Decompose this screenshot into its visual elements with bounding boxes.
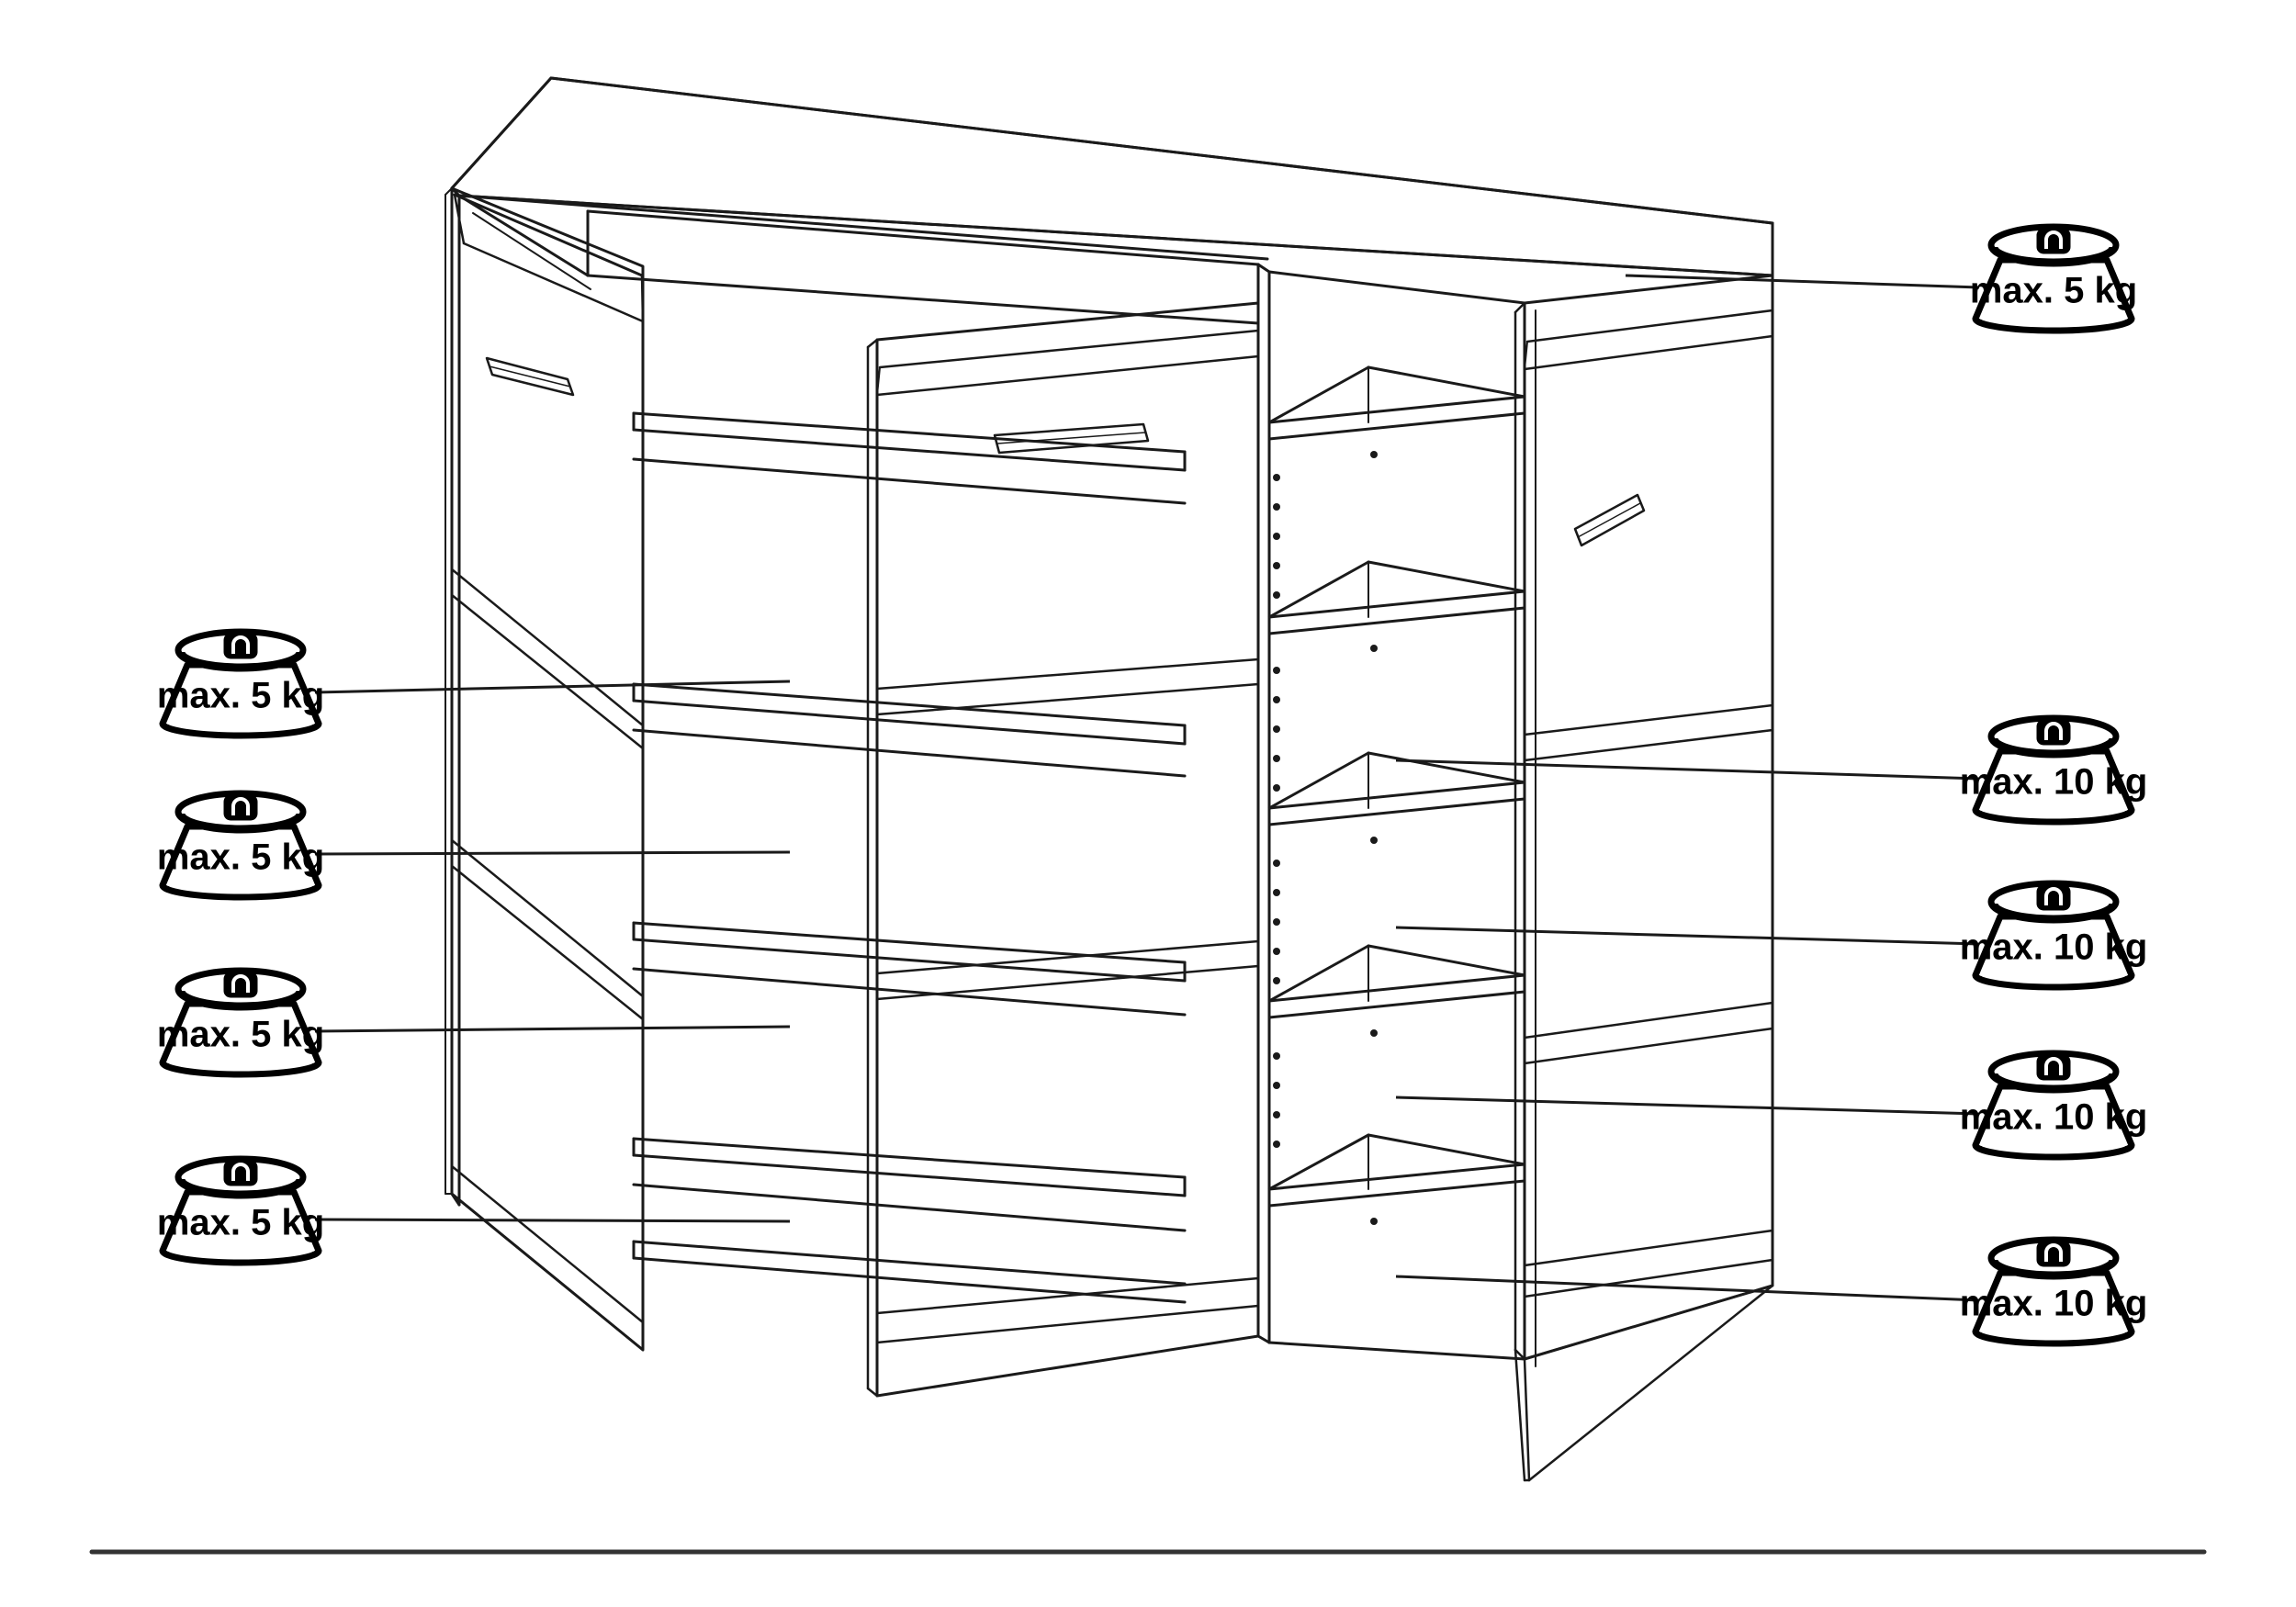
load-weight-icon (2036, 1241, 2071, 1267)
load-label-badge: max. 5 kg (157, 790, 324, 901)
middle-door[interactable] (866, 301, 1260, 1398)
leader-line (1395, 759, 1980, 781)
badge-bottom-rim (163, 885, 318, 900)
load-weight-icon (2036, 884, 2071, 911)
load-weight-icon (223, 633, 258, 659)
badge-shoulder-arc (178, 1178, 303, 1197)
leader-line (314, 1025, 791, 1033)
badge-shoulder-arc (1991, 1073, 2116, 1092)
load-label-badge: max. 5 kg (157, 628, 324, 739)
leader-line (1625, 274, 1980, 289)
right-door[interactable] (1514, 274, 1774, 1482)
badge-bottom-rim (1976, 1332, 2131, 1346)
leader-line (1395, 1096, 1980, 1116)
badge-bottom-rim (1976, 319, 2131, 333)
load-label-badge: max. 10 kg (1960, 1236, 2148, 1347)
right-door-handle[interactable] (1573, 493, 1646, 547)
badge-shoulder-arc (178, 651, 303, 670)
badge-bottom-rim (1976, 810, 2131, 825)
badge-bottom-rim (1976, 975, 2131, 990)
leader-line (314, 850, 791, 856)
left-compartment-shelves (632, 411, 1187, 1304)
load-label-text: max. 5 kg (157, 676, 324, 716)
leader-line (1395, 926, 1980, 946)
load-weight-icon (2036, 228, 2071, 254)
load-label-badge: max. 5 kg (157, 967, 324, 1078)
load-weight-icon (2036, 1054, 2071, 1081)
load-label-text: max. 10 kg (1960, 1097, 2148, 1138)
load-labels: max. 5 kg max. 5 kg max. 5 kg max. 5 kg max.… (157, 223, 2148, 1347)
leader-line (314, 680, 791, 694)
badge-shoulder-arc (1991, 246, 2116, 265)
cabinet-illustration (89, 76, 2207, 1555)
load-weight-icon (223, 794, 258, 821)
middle-door-handle[interactable] (993, 422, 1150, 455)
badge-shoulder-arc (178, 990, 303, 1009)
load-label-text: max. 5 kg (157, 1015, 324, 1055)
badge-bottom-rim (163, 724, 318, 738)
load-weight-icon (2036, 719, 2071, 746)
load-label-text: max. 10 kg (1960, 762, 2148, 803)
load-label-text: max. 5 kg (157, 1203, 324, 1243)
load-weight-icon (223, 1160, 258, 1186)
badge-shoulder-arc (1991, 1259, 2116, 1278)
badge-shoulder-arc (178, 813, 303, 832)
load-label-badge: max. 5 kg (157, 1155, 324, 1266)
badge-bottom-rim (163, 1251, 318, 1265)
leader-lines (314, 274, 1980, 1302)
left-door[interactable] (445, 186, 645, 1352)
load-weight-icon (223, 972, 258, 998)
left-door-handle[interactable] (485, 356, 575, 397)
load-label-text: max. 10 kg (1960, 1284, 2148, 1324)
badge-shoulder-arc (1991, 903, 2116, 922)
load-label-badge: max. 5 kg (1970, 223, 2137, 334)
leader-line (1395, 1275, 1980, 1302)
load-label-badge: max. 10 kg (1960, 714, 2148, 826)
badge-bottom-rim (1976, 1145, 2131, 1160)
load-label-badge: max. 10 kg (1960, 880, 2148, 991)
top-panel (450, 76, 1774, 277)
load-label-badge: max. 10 kg (1960, 1050, 2148, 1161)
badge-bottom-rim (163, 1062, 318, 1077)
load-label-text: max. 10 kg (1960, 927, 2148, 968)
shelf-peg-holes (1273, 451, 1378, 1225)
load-label-text: max. 5 kg (1970, 271, 2137, 311)
leader-line (314, 1218, 791, 1223)
load-label-text: max. 5 kg (157, 837, 324, 878)
badge-shoulder-arc (1991, 737, 2116, 757)
